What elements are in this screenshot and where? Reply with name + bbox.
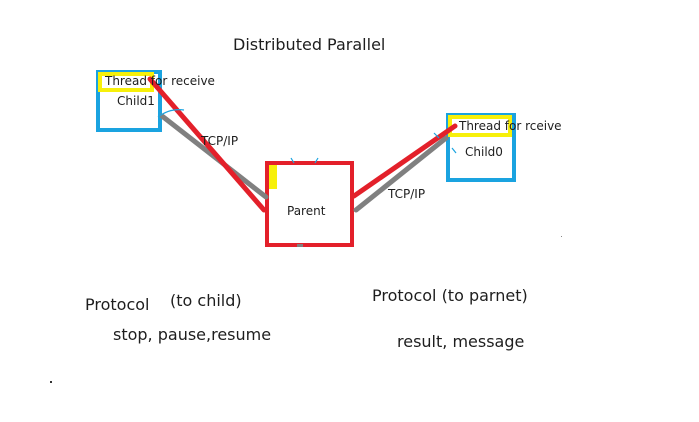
- protocol-to-child-messages: stop, pause,resume: [113, 325, 272, 344]
- parent-label: Parent: [287, 204, 326, 218]
- protocol-to-parent-heading: Protocol (to parnet): [372, 286, 528, 305]
- stray-dot: [561, 236, 562, 237]
- protocol-to-child-heading: Protocol: [85, 295, 150, 314]
- blue-stroke-mark: [157, 109, 185, 118]
- gray-link-child1-parent: [159, 113, 269, 200]
- blue-stroke-mark: [314, 157, 319, 164]
- blue-stroke-mark: [451, 147, 457, 154]
- child1-thread-label: Thread for receive: [105, 74, 215, 88]
- gray-stub: [297, 244, 303, 247]
- protocol-to-parent-messages: result, message: [397, 332, 525, 351]
- child0-label: Child0: [465, 145, 503, 159]
- diagram-title: Distributed Parallel: [233, 35, 386, 54]
- blue-stroke-mark: [290, 157, 295, 164]
- tcpip-label-right: TCP/IP: [388, 187, 426, 201]
- child0-thread-highlight: [448, 115, 512, 137]
- protocol-to-child-qualifier: (to child): [170, 291, 242, 310]
- blue-stroke-mark: [433, 132, 440, 139]
- parent-box: [265, 161, 354, 247]
- tcpip-label-left: TCP/IP: [201, 134, 239, 148]
- red-link-parent-child0: [351, 123, 458, 199]
- red-link-child1-parent: [147, 76, 267, 213]
- child0-thread-label: Thread for rceive: [459, 119, 562, 133]
- gray-link-parent-child0: [353, 135, 449, 213]
- child0-box: [446, 113, 516, 182]
- parent-thread-highlight: [269, 165, 277, 189]
- child1-label: Child1: [117, 94, 155, 108]
- stray-dot: [50, 381, 52, 383]
